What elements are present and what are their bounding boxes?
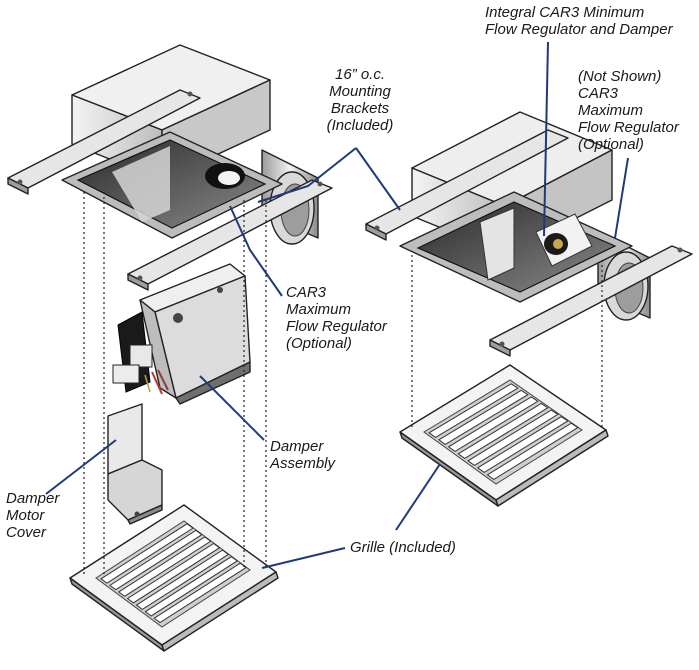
- leader-lines: [45, 41, 629, 569]
- grille-left-slats: [100, 523, 247, 624]
- grille-right: [399, 364, 609, 507]
- left-housing: [7, 44, 333, 291]
- grille-right-slats: [428, 383, 579, 481]
- grille-louver: [476, 416, 569, 474]
- grille-louver: [437, 389, 529, 446]
- mounting-bracket-upper: [7, 89, 201, 195]
- grille-louver: [428, 383, 519, 439]
- right-bracket-lower: [489, 245, 693, 357]
- label-car3-regulator: CAR3 Maximum Flow Regulator (Optional): [286, 284, 387, 352]
- right-bracket-upper: [365, 129, 569, 241]
- right-housing: [365, 111, 693, 357]
- grille-louver: [144, 556, 239, 617]
- grille-louver: [486, 422, 579, 481]
- label-not-shown-regulator: (Not Shown) CAR3 Maximum Flow Regulator …: [578, 68, 679, 153]
- grille-left: [69, 504, 279, 652]
- label-grille: Grille (Included): [350, 539, 456, 556]
- label-damper-motor-cover: Damper Motor Cover: [6, 490, 60, 541]
- grille-louver: [467, 409, 559, 467]
- grille-louver: [447, 396, 539, 453]
- damper-motor-cover: [107, 403, 163, 525]
- alignment-lines: [83, 192, 603, 575]
- label-mounting-brackets: 16” o.c. Mounting Brackets (Included): [326, 66, 394, 134]
- grille-louver: [100, 523, 194, 584]
- label-integral-regulator: Integral CAR3 Minimum Flow Regulator and…: [485, 4, 673, 38]
- grille-louver: [109, 529, 203, 591]
- grille-louver: [117, 536, 212, 597]
- label-damper-assembly: Damper Assembly: [270, 438, 336, 472]
- grille-louver: [126, 542, 221, 604]
- grille-louver: [153, 562, 247, 624]
- damper-assembly: [112, 263, 251, 405]
- grille-louver: [135, 549, 230, 611]
- mounting-bracket-lower: [127, 179, 333, 291]
- grille-louver: [457, 402, 549, 460]
